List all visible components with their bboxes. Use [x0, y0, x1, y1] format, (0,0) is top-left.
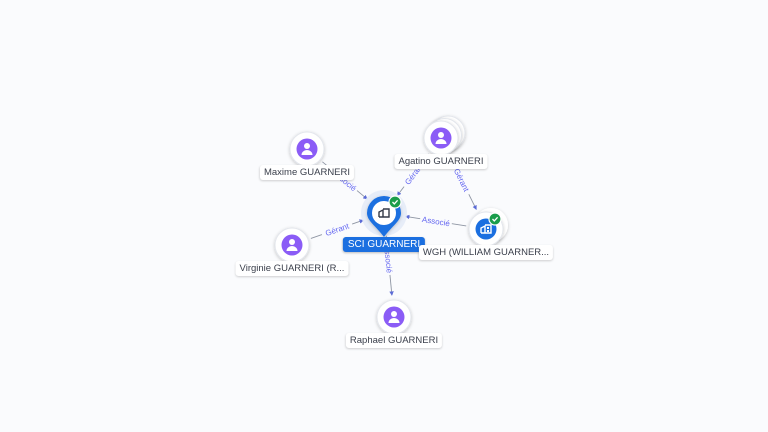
- edge-label-wgh-sci: Associé: [421, 215, 451, 228]
- node-label-virginie[interactable]: Virginie GUARNERI (R...: [235, 261, 349, 276]
- edge-label-sci-raphael: Associé: [382, 245, 394, 274]
- node-maxime[interactable]: [289, 131, 325, 167]
- node-label-agatino[interactable]: Agatino GUARNERI: [394, 154, 488, 169]
- building-icon: [480, 224, 492, 234]
- node-raphael[interactable]: [376, 299, 412, 335]
- edge-label-virginie-sci: Gérant: [324, 221, 351, 238]
- node-label-maxime[interactable]: Maxime GUARNERI: [259, 165, 355, 180]
- edge-label-bg: [419, 213, 453, 229]
- person-icon: [286, 239, 298, 251]
- building-icon: [378, 208, 390, 218]
- nodes-layer: [274, 115, 508, 335]
- person-icon: [388, 311, 400, 323]
- edge-label-bg: [320, 219, 354, 240]
- verified-check-icon: [388, 195, 402, 209]
- node-label-raphael[interactable]: Raphael GUARNERI: [345, 333, 443, 348]
- edge-label-bg: [450, 163, 474, 197]
- node-label-wgh[interactable]: WGH (WILLIAM GUARNER...: [418, 245, 554, 260]
- node-label-sci[interactable]: SCI GUARNERI: [342, 237, 426, 252]
- node-sci[interactable]: [361, 190, 407, 237]
- person-icon: [435, 132, 447, 144]
- node-agatino[interactable]: [423, 115, 466, 156]
- verified-check-icon: [488, 212, 502, 226]
- node-wgh[interactable]: [468, 208, 508, 247]
- person-icon: [301, 143, 313, 155]
- node-virginie[interactable]: [274, 227, 310, 263]
- edge-label-agatino-wgh: Gérant: [452, 167, 471, 194]
